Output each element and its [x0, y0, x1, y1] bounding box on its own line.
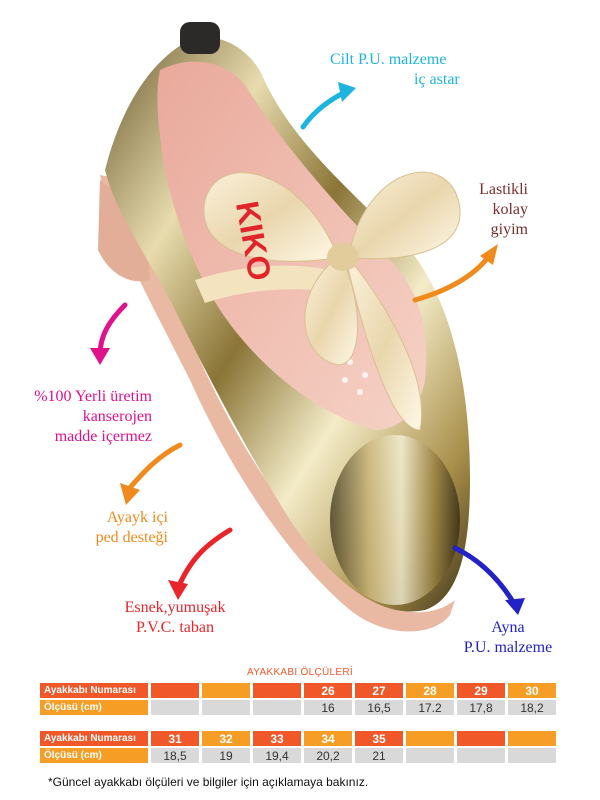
- cm-row-label: Ölçüsü (cm): [40, 700, 148, 715]
- size-cell: 29: [457, 683, 505, 698]
- elastic-strap: [195, 265, 335, 303]
- mirror-arrowhead: [505, 598, 525, 615]
- cm-cell: 19: [202, 748, 250, 763]
- cm-cell: [406, 748, 454, 763]
- size-table-2-number-row: Ayakkabı Numarası 31 32 33 34 35: [40, 731, 556, 746]
- callout-mirror-line2: P.U. malzeme: [463, 639, 553, 656]
- size-cell: [253, 683, 301, 698]
- size-cell: 32: [202, 731, 250, 746]
- size-cell: 34: [304, 731, 352, 746]
- size-cell: [457, 731, 505, 746]
- cm-cell: [457, 748, 505, 763]
- callout-domestic: %100 Yerli üretim kanserojen madde içerm…: [10, 387, 152, 447]
- callout-sole-line2: P.V.C. taban: [136, 619, 214, 636]
- shoe-heel: [98, 180, 150, 282]
- callout-mirror-line1: Ayna: [491, 619, 525, 636]
- satin-bow: [203, 171, 461, 431]
- insole-arrow: [125, 442, 183, 493]
- number-row-label: Ayakkabı Numarası: [40, 731, 148, 746]
- size-cell: 35: [355, 731, 403, 746]
- callout-insole: Ayayk içi ped desteği: [40, 508, 168, 548]
- domestic-arrowhead: [90, 348, 110, 365]
- cm-cell: 17,8: [457, 700, 505, 715]
- number-row-label: Ayakkabı Numarası: [40, 683, 148, 698]
- cm-cell: 20,2: [304, 748, 352, 763]
- domestic-arrow: [97, 302, 128, 358]
- size-table-1-cm-row: Ölçüsü (cm) 16 16,5 17.2 17,8 18,2: [40, 700, 556, 715]
- callout-lining: Cilt P.U. malzeme iç astar: [330, 50, 460, 90]
- insole-arrowhead: [120, 483, 140, 505]
- size-cell: 26: [304, 683, 352, 698]
- callout-elastic-line2: kolay: [492, 201, 528, 218]
- callout-arrows: [90, 82, 525, 615]
- callout-insole-line2: ped desteği: [95, 529, 168, 546]
- size-table-title: AYAKKABI ÖLÇÜLERİ: [247, 667, 353, 678]
- size-table-1: Ayakkabı Numarası 26 27 28 29 30 Ölçüsü …: [37, 681, 559, 717]
- size-table-2-cm-row: Ölçüsü (cm) 18,5 19 19,4 20,2 21: [40, 748, 556, 763]
- callout-sole-line1: Esnek,yumuşak: [124, 599, 226, 616]
- cm-cell: 21: [355, 748, 403, 763]
- elastic-arrowhead: [480, 244, 498, 265]
- size-table-2: Ayakkabı Numarası 31 32 33 34 35 Ölçüsü …: [37, 729, 559, 765]
- shoe-image: KIKO: [98, 22, 470, 632]
- cm-cell: 16: [304, 700, 352, 715]
- callout-elastic-line1: Lastikli: [479, 181, 528, 198]
- size-cell: 27: [355, 683, 403, 698]
- lining-arrowhead: [338, 82, 356, 102]
- callout-domestic-line2: kanserojen: [82, 408, 152, 425]
- cm-cell: 16,5: [355, 700, 403, 715]
- cm-cell: [151, 700, 199, 715]
- callout-elastic: Lastikli kolay giyim: [440, 180, 528, 240]
- callout-lining-line2: iç astar: [414, 71, 460, 88]
- size-cell: [406, 731, 454, 746]
- callout-elastic-line3: giyim: [490, 221, 528, 238]
- callout-domestic-line3: madde içermez: [54, 428, 152, 445]
- size-cell: 30: [508, 683, 556, 698]
- lining-arrow: [300, 89, 348, 130]
- size-cell: 31: [151, 731, 199, 746]
- elastic-arrow: [412, 252, 493, 303]
- cm-cell: [253, 700, 301, 715]
- callout-sole: Esnek,yumuşak P.V.C. taban: [110, 598, 240, 638]
- size-cell: 28: [406, 683, 454, 698]
- size-cell: [202, 683, 250, 698]
- sole-arrow: [175, 527, 233, 591]
- cm-cell: [508, 748, 556, 763]
- callout-mirror: Ayna P.U. malzeme: [448, 618, 568, 658]
- cm-cell: [202, 700, 250, 715]
- footnote: *Güncel ayakkabı ölçüleri ve bilgiler iç…: [48, 775, 369, 789]
- cm-cell: 17.2: [406, 700, 454, 715]
- cm-cell: 18,5: [151, 748, 199, 763]
- sole-arrowhead: [168, 580, 188, 600]
- cm-cell: 19,4: [253, 748, 301, 763]
- cm-cell: 18,2: [508, 700, 556, 715]
- callout-insole-line1: Ayayk içi: [106, 509, 168, 526]
- callout-domestic-line1: %100 Yerli üretim: [34, 388, 152, 405]
- callout-lining-line1: Cilt P.U. malzeme: [330, 51, 447, 68]
- cm-row-label: Ölçüsü (cm): [40, 748, 148, 763]
- size-cell: 33: [253, 731, 301, 746]
- size-table-1-number-row: Ayakkabı Numarası 26 27 28 29 30: [40, 683, 556, 698]
- size-cell: [151, 683, 199, 698]
- mirror-arrow: [452, 545, 518, 608]
- size-cell: [508, 731, 556, 746]
